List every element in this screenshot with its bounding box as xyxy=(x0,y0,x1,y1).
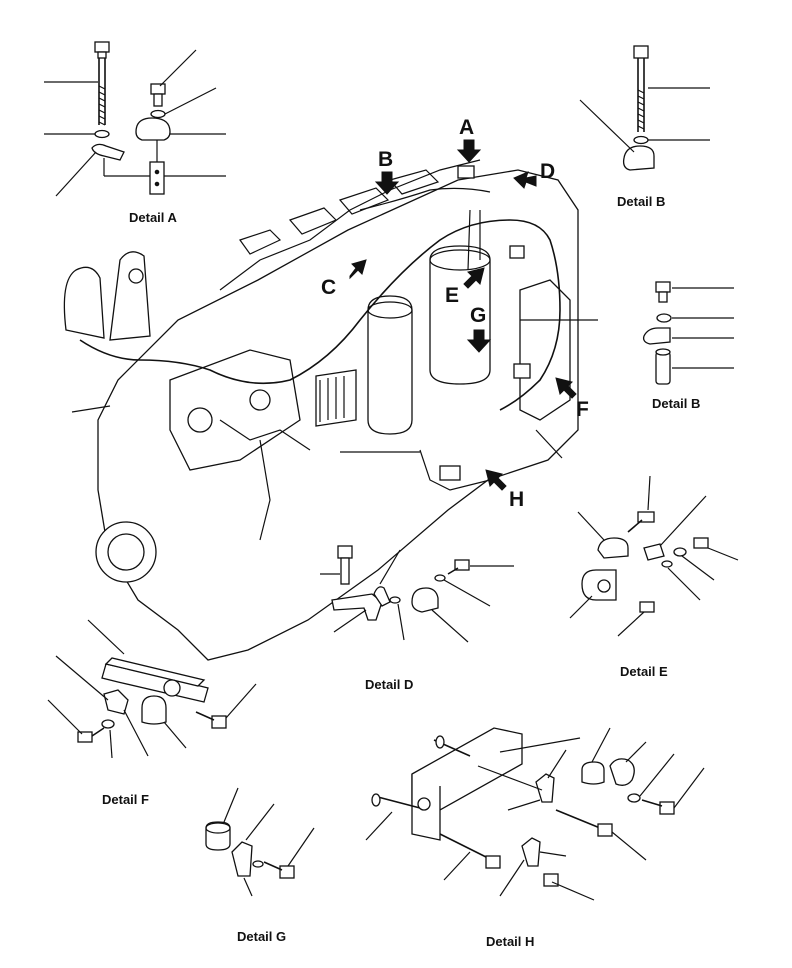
detail-f-group xyxy=(47,619,257,759)
detail-e-group xyxy=(569,475,739,637)
detail-d-clip xyxy=(373,586,391,607)
detail-h-bolt-2 xyxy=(597,823,613,837)
callout-letter-a: A xyxy=(459,116,475,139)
arrow-h xyxy=(485,469,507,491)
arrow-g xyxy=(466,329,492,353)
detail-g-clip xyxy=(231,841,253,877)
caption-detail-f: Detail F xyxy=(102,792,149,807)
detail-a-spacer xyxy=(149,161,165,195)
engine-assembly xyxy=(63,159,598,661)
callout-letter-f: F xyxy=(576,398,589,421)
detail-f-bolt-2 xyxy=(211,715,227,729)
detail-h-spacer xyxy=(581,761,605,785)
caption-detail-e: Detail E xyxy=(620,664,668,679)
detail-b-side-bolt xyxy=(655,281,671,293)
detail-g-spacer xyxy=(205,821,231,851)
detail-b-long-bolt xyxy=(633,45,649,59)
detail-a-group xyxy=(44,41,226,197)
detail-g-group xyxy=(205,787,315,897)
detail-e-bolt-3 xyxy=(639,601,655,613)
wiring-harness xyxy=(79,219,561,411)
connector-e xyxy=(509,245,525,259)
gear-housing xyxy=(519,279,571,421)
caption-detail-a: Detail A xyxy=(129,210,177,225)
detail-e-clamp xyxy=(597,537,629,559)
detail-g-bolt xyxy=(279,865,295,879)
lifting-bracket xyxy=(109,251,151,341)
detail-f-collar xyxy=(141,695,167,725)
detail-e-plate xyxy=(643,543,665,561)
arrow-e xyxy=(463,267,485,289)
detail-d-bolt xyxy=(337,545,353,559)
detail-h-collar xyxy=(609,758,635,786)
detail-b-side-spacer xyxy=(655,351,671,385)
arrow-f xyxy=(555,377,577,399)
connector-h xyxy=(439,465,461,481)
callout-letter-e: E xyxy=(445,284,460,307)
detail-a-short-bolt xyxy=(150,83,166,95)
detail-d-bracket xyxy=(331,593,383,621)
callout-letter-b: B xyxy=(378,148,394,171)
detail-a-long-bolt xyxy=(94,41,110,126)
detail-e-bolt-2 xyxy=(693,537,709,549)
callout-letter-c: C xyxy=(321,276,337,299)
callout-letter-h: H xyxy=(509,488,525,511)
detail-d-clamp xyxy=(411,587,439,613)
arrow-d xyxy=(513,171,537,189)
elbow-pipe xyxy=(63,266,105,339)
detail-d-group xyxy=(320,545,514,643)
detail-a-washer-2 xyxy=(150,109,166,119)
caption-detail-h: Detail H xyxy=(486,934,535,949)
arrow-a xyxy=(456,139,482,163)
detail-e-bolt-1 xyxy=(637,511,655,523)
detail-f-clip xyxy=(103,689,129,715)
detail-h-bolt-1 xyxy=(659,801,675,815)
connector-a xyxy=(457,165,475,179)
callout-letter-g: G xyxy=(470,304,487,327)
caption-detail-b-top: Detail B xyxy=(617,194,666,209)
detail-b-side-clamp xyxy=(642,327,671,345)
detail-b-side-washer xyxy=(656,313,672,323)
detail-a-washer xyxy=(94,129,110,139)
callout-arrows xyxy=(349,139,577,491)
connector-f xyxy=(513,363,531,379)
caption-detail-g: Detail G xyxy=(237,929,287,944)
injection-pump xyxy=(169,349,301,471)
detail-b-top-group xyxy=(579,45,710,171)
detail-f-bolt-1 xyxy=(77,731,93,743)
arrow-b xyxy=(374,171,400,195)
fuel-filter-1 xyxy=(367,295,413,435)
callout-letter-d: D xyxy=(540,160,556,183)
detail-b-side-group xyxy=(642,281,734,385)
detail-h-group xyxy=(365,727,705,901)
caption-detail-b-side: Detail B xyxy=(652,396,701,411)
detail-d-screw xyxy=(454,559,470,571)
arrow-c xyxy=(349,259,367,280)
detail-h-clip-1 xyxy=(535,773,555,803)
detail-b-washer xyxy=(633,135,649,145)
detail-h-bolt-3 xyxy=(485,855,501,869)
detail-b-clamp xyxy=(622,145,655,171)
detail-h-clip-2 xyxy=(521,837,541,867)
caption-detail-d: Detail D xyxy=(365,677,414,692)
detail-a-clamp xyxy=(135,117,171,141)
detail-a-clip xyxy=(91,143,125,161)
